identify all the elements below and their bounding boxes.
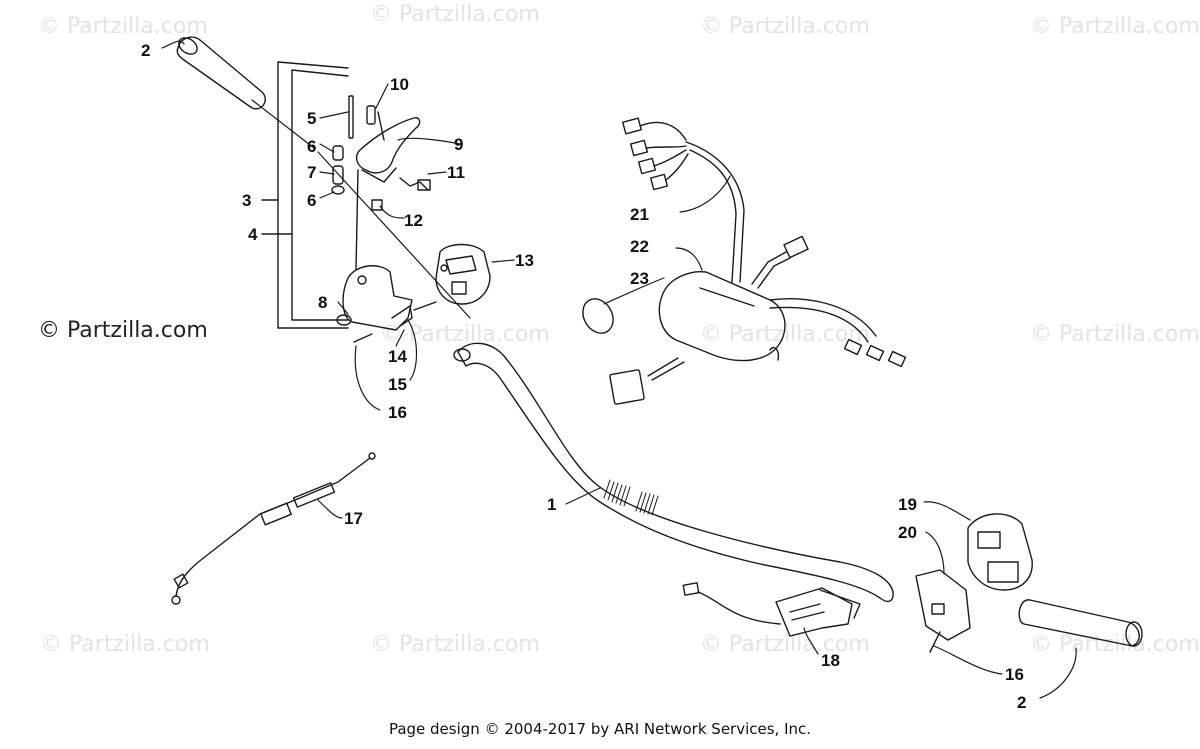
callout-22: 22 xyxy=(630,237,649,256)
watermark: © Partzilla.com xyxy=(1030,322,1200,347)
callout-19: 19 xyxy=(898,495,917,514)
watermark: © Partzilla.com xyxy=(700,632,870,657)
callout-5: 5 xyxy=(307,109,317,128)
callout-21: 21 xyxy=(630,205,649,224)
housing-left xyxy=(336,265,437,343)
callout-16: 16 xyxy=(1005,665,1024,684)
watermark: © Partzilla.com xyxy=(370,632,540,657)
copyright-badge: © Partzilla.com xyxy=(38,318,208,343)
leader-lines xyxy=(161,40,1077,699)
throttle-cable xyxy=(171,452,376,605)
callout-20: 20 xyxy=(898,523,917,542)
wire-harness xyxy=(609,117,907,405)
bracket-3-4 xyxy=(261,61,349,329)
callout-13: 13 xyxy=(515,251,534,270)
switch-housing-right xyxy=(915,513,1033,653)
grip-right xyxy=(1018,599,1143,647)
callout-11: 11 xyxy=(447,163,465,182)
callout-17: 17 xyxy=(344,509,363,528)
retaining-ring xyxy=(582,298,614,334)
watermark: © Partzilla.com xyxy=(700,14,870,39)
callout-6: 6 xyxy=(307,137,317,156)
callout-23: 23 xyxy=(630,269,649,288)
callout-4: 4 xyxy=(248,225,258,244)
callout-7: 7 xyxy=(307,163,317,182)
callout-10: 10 xyxy=(390,75,409,94)
callout-8: 8 xyxy=(318,293,328,312)
watermark: © Partzilla.com xyxy=(40,632,210,657)
callout-18: 18 xyxy=(821,651,840,670)
callout-16: 16 xyxy=(388,403,407,422)
watermark: © Partzilla.com xyxy=(1030,14,1200,39)
callout-14: 14 xyxy=(388,347,407,366)
page-footer: Page design © 2004-2017 by ARI Network S… xyxy=(388,720,812,738)
throttle-assembly xyxy=(331,95,431,271)
watermark: © Partzilla.com xyxy=(370,2,540,27)
callout-15: 15 xyxy=(388,375,407,394)
callout-1: 1 xyxy=(547,495,557,514)
watermark: © Partzilla.com xyxy=(38,14,208,39)
watermark: © Partzilla.com xyxy=(1030,632,1200,657)
watermark: © Partzilla.com xyxy=(380,322,550,347)
callout-6: 6 xyxy=(307,191,317,210)
callout-3: 3 xyxy=(242,191,252,210)
callout-9: 9 xyxy=(454,135,464,154)
handlebar xyxy=(453,342,894,603)
heater-element xyxy=(682,582,861,637)
callout-2: 2 xyxy=(141,41,151,60)
grip-left xyxy=(176,36,266,110)
callout-12: 12 xyxy=(404,211,423,230)
switch-housing-13 xyxy=(435,243,491,305)
callout-2: 2 xyxy=(1017,693,1027,712)
heater-control xyxy=(658,271,786,362)
